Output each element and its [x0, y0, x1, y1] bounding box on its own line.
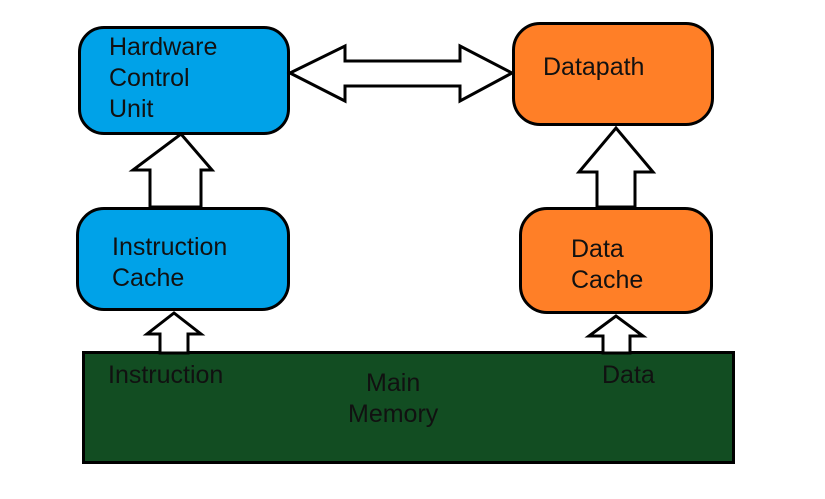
arrow-memory-to-instruction-cache: [142, 311, 206, 355]
hardware-control-unit-label: Hardware Control Unit: [109, 33, 218, 123]
instruction-cache-label: Instruction Cache: [112, 233, 228, 292]
datapath-label: Datapath: [543, 53, 645, 81]
arrow-instruction-cache-to-control-unit: [128, 131, 216, 209]
arrow-memory-to-data-cache: [584, 314, 648, 355]
main-memory-block: Instruction Main Memory Data: [82, 351, 735, 464]
arrow-control-unit-datapath-bidirectional: [286, 43, 516, 104]
data-cache-label: Data Cache: [571, 235, 644, 294]
memory-data-port-label: Data: [602, 361, 655, 389]
data-cache-block: Data Cache: [519, 207, 713, 314]
main-memory-label: Main Memory: [348, 369, 439, 428]
hardware-control-unit-block: Hardware Control Unit: [78, 26, 290, 135]
arrow-data-cache-to-datapath: [575, 125, 657, 209]
datapath-block: Datapath: [512, 22, 714, 126]
memory-instruction-port-label: Instruction: [108, 361, 224, 389]
